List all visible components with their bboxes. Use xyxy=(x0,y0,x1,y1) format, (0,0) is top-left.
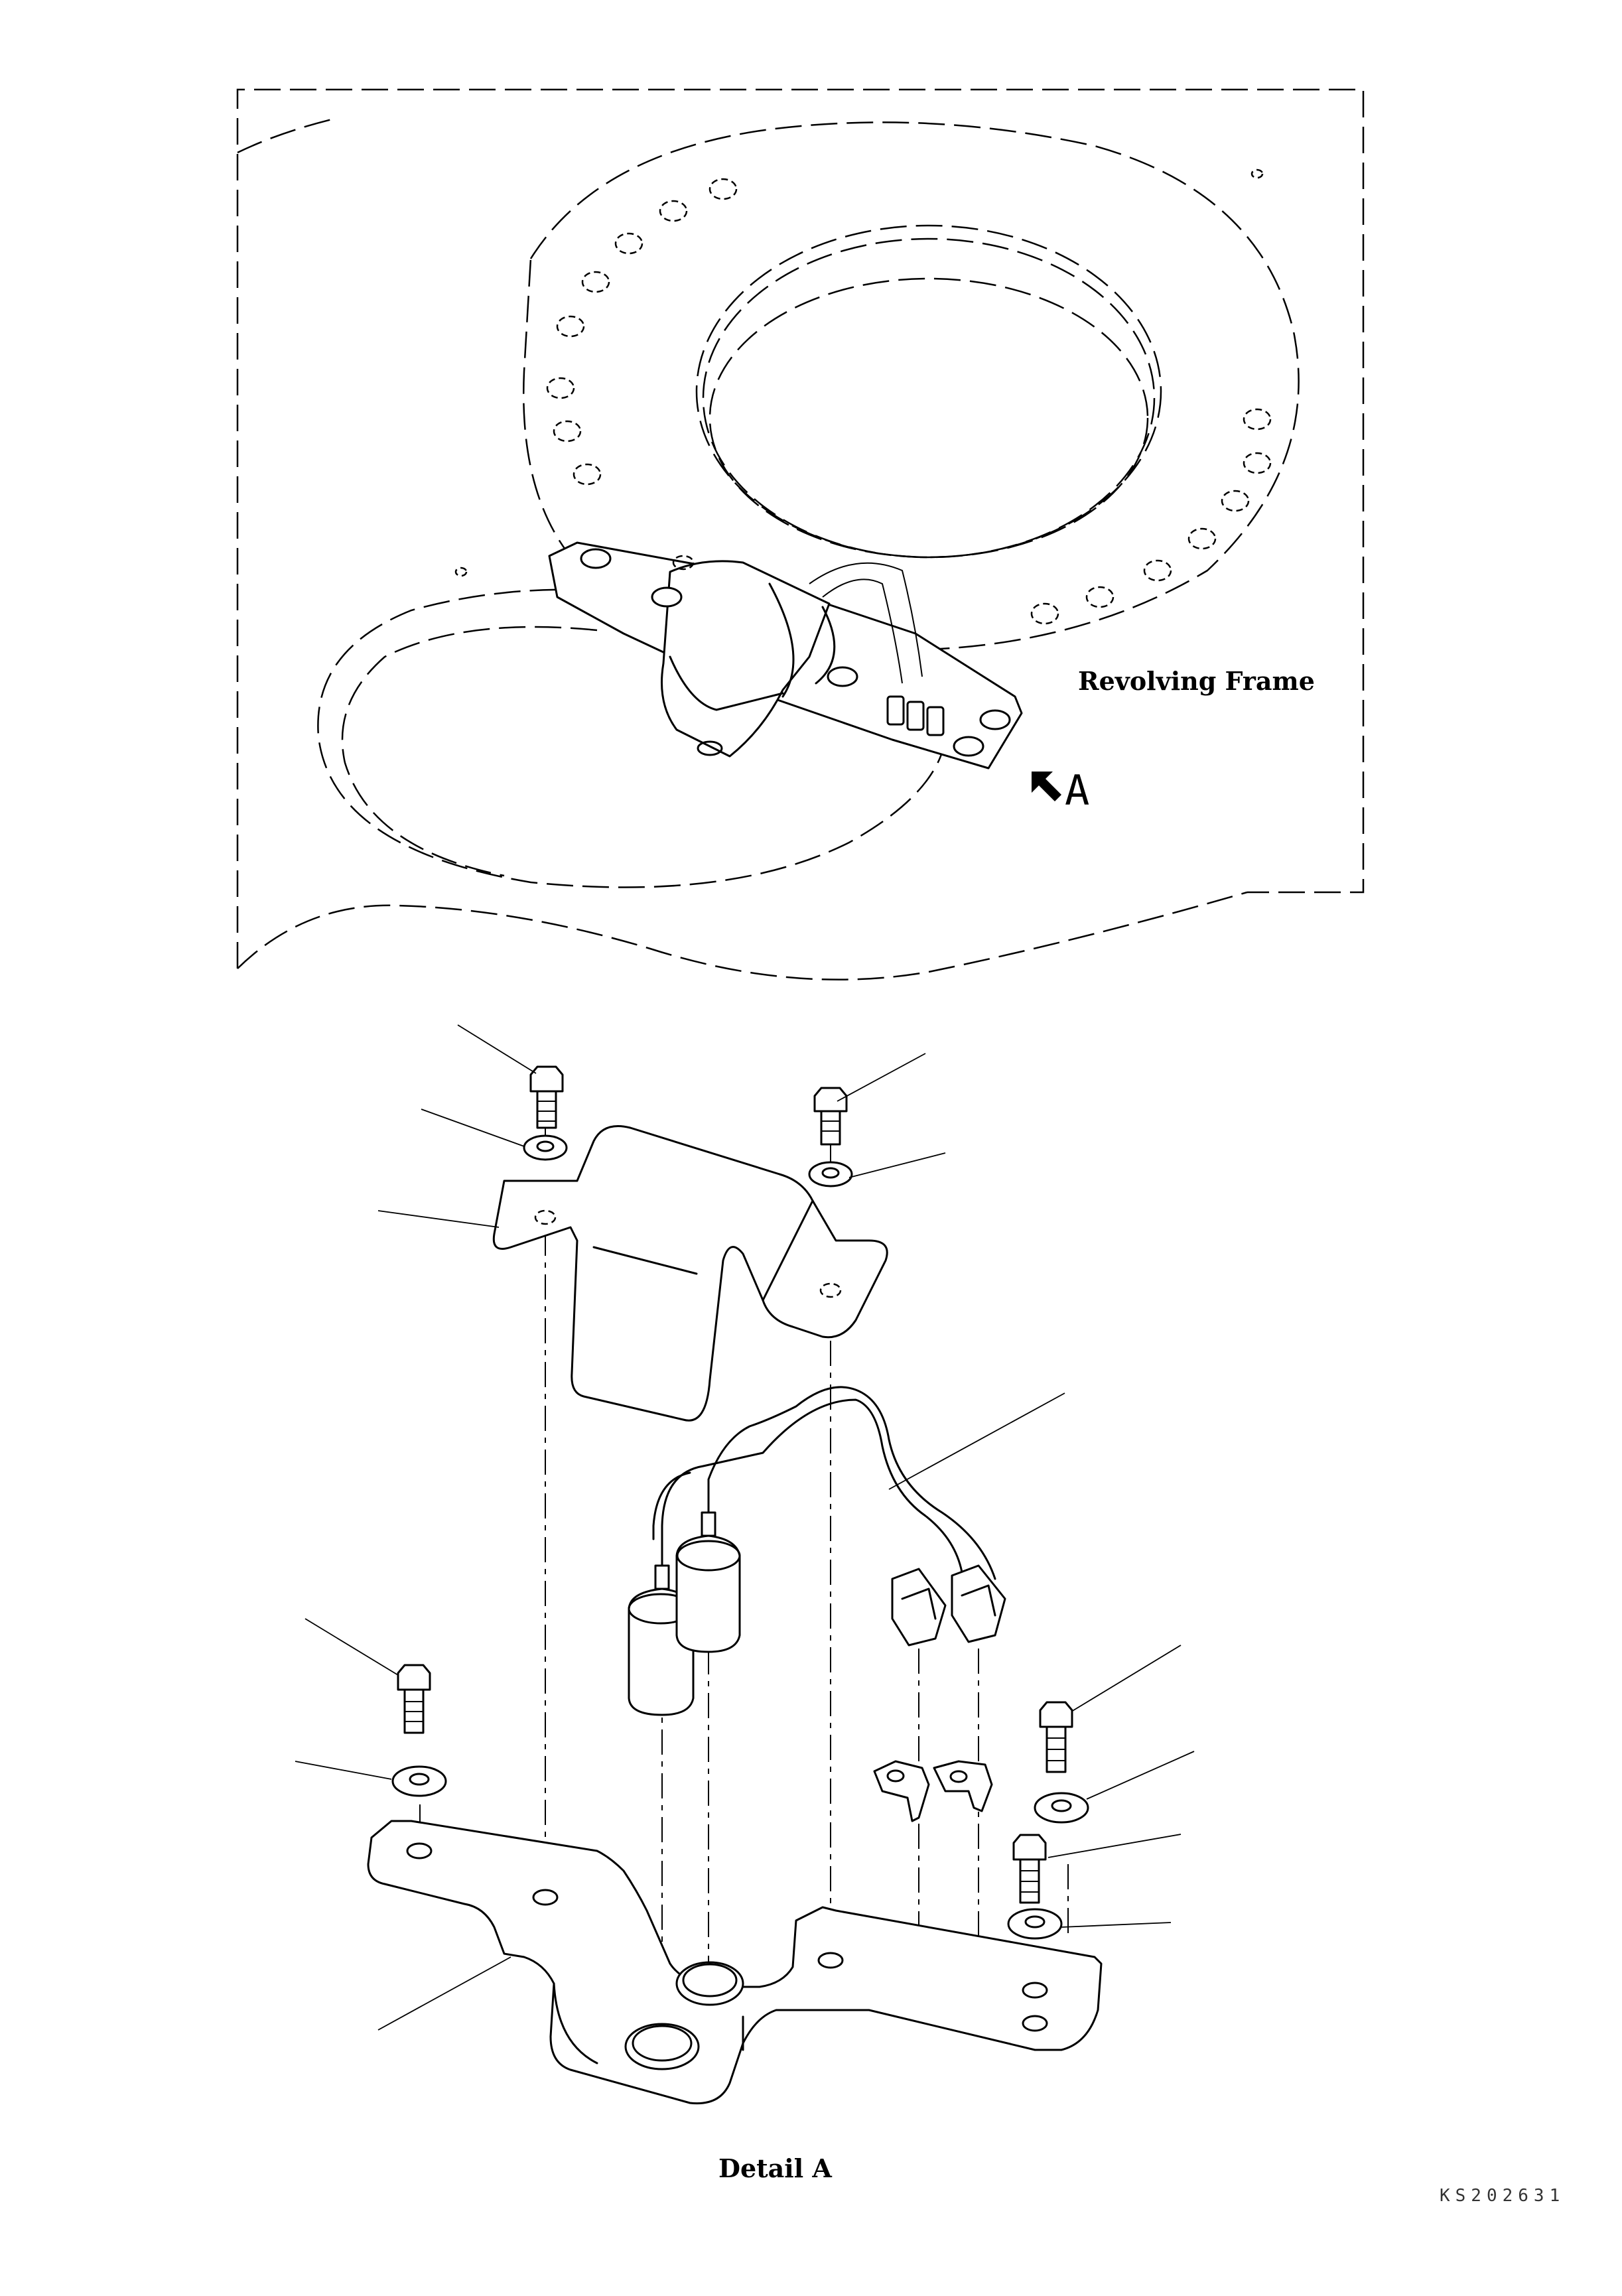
bolt-top-right xyxy=(813,1087,848,1146)
assembled-bracket xyxy=(548,541,1023,770)
swivel-opening xyxy=(317,588,948,888)
frame-bottom-curve xyxy=(237,891,1248,980)
terminals xyxy=(873,1760,993,1822)
bolt-top-left xyxy=(529,1065,564,1129)
washer-bottom-left xyxy=(391,1765,447,1797)
alignment-lines xyxy=(419,1121,1069,2047)
revolving-frame-view: A Revolving Frame xyxy=(236,88,1365,980)
base-bracket xyxy=(367,1820,1103,2105)
drawing-code: KS202631 xyxy=(1440,2186,1565,2206)
view-letter: A xyxy=(1065,766,1089,815)
detail-caption: Detail A xyxy=(718,2153,832,2183)
swivel-opening-inner xyxy=(341,626,598,877)
frame-top-curve xyxy=(237,118,332,154)
bolt-bottom-right-upper xyxy=(1039,1701,1073,1773)
bearing-outer-ring xyxy=(523,121,1300,651)
washer-bottom-right-lower xyxy=(1007,1908,1063,1940)
bearing-bolt-holes xyxy=(454,169,1272,625)
bearing-inner-ring-2 xyxy=(702,237,1156,559)
cover xyxy=(492,1125,888,1422)
harness xyxy=(628,1386,1006,1716)
detail-a-exploded-view: Detail A xyxy=(295,1024,1195,2183)
bolt-bottom-left xyxy=(397,1664,431,1734)
washer-top-right xyxy=(808,1161,853,1187)
revolving-frame-label: Revolving Frame xyxy=(1078,666,1315,696)
washer-top-left xyxy=(523,1134,568,1161)
frame-outline xyxy=(236,88,1365,969)
washer-bottom-right-upper xyxy=(1034,1792,1089,1824)
view-arrow-icon xyxy=(1032,772,1061,801)
leader-lines xyxy=(295,1024,1195,2031)
bearing-inner-ring-3 xyxy=(709,277,1149,559)
bolt-bottom-right-lower xyxy=(1012,1834,1047,1904)
bearing-inner-ring xyxy=(695,224,1162,559)
